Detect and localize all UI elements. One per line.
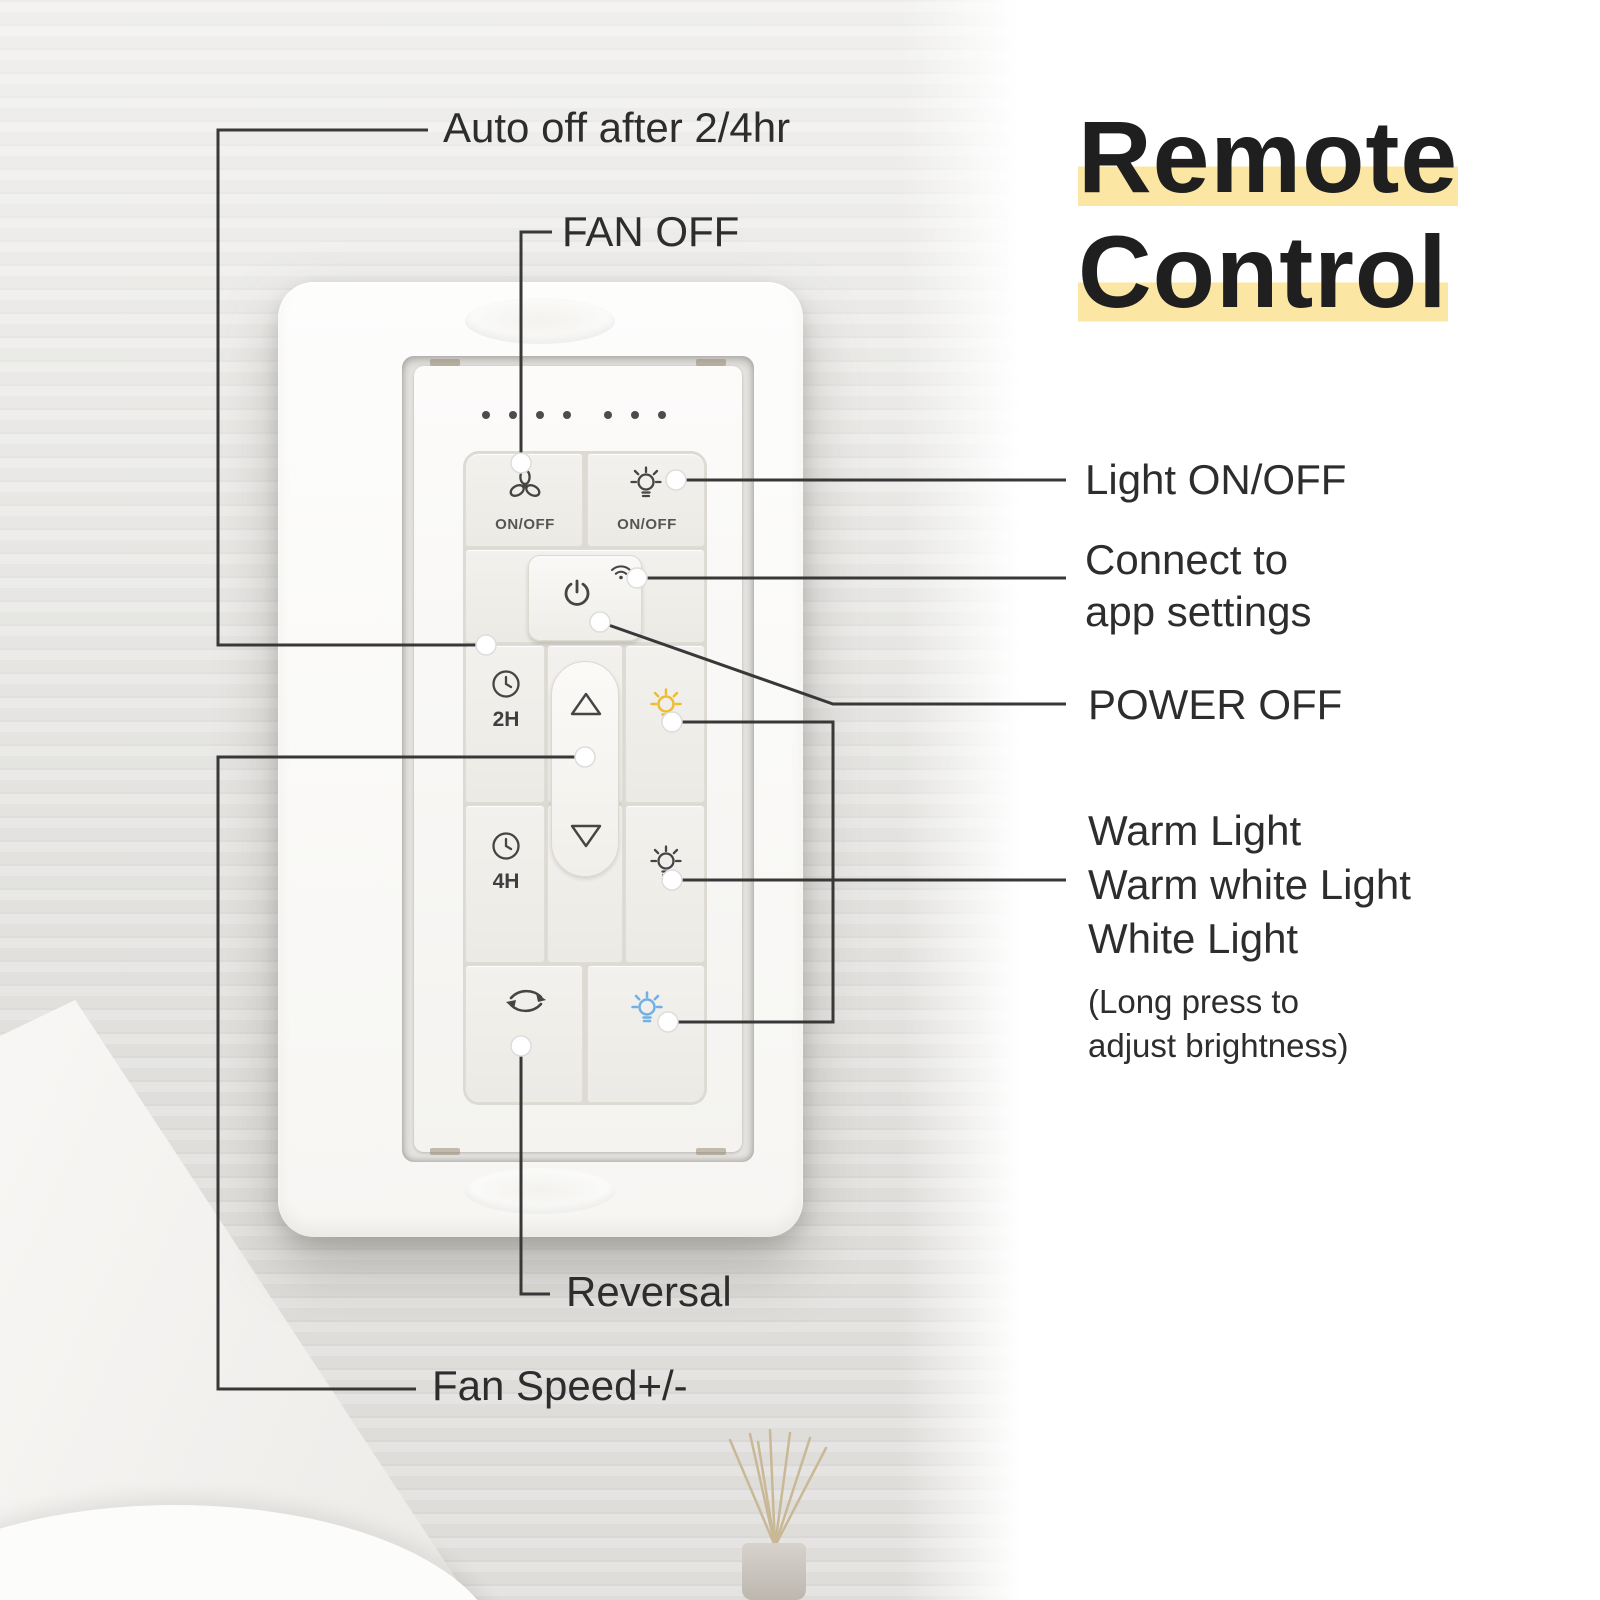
page-title: Remote Control	[1078, 100, 1459, 331]
bulb-icon	[630, 466, 662, 498]
light-on-off-label: ON/OFF	[617, 516, 677, 533]
title-line-1: Remote	[1078, 100, 1459, 216]
callout-white-light: White Light	[1088, 915, 1299, 962]
bulb-white-icon	[631, 991, 663, 1023]
callout-light-on-off: Light ON/OFF	[1085, 456, 1347, 503]
power-icon	[564, 579, 590, 606]
callout-fan-off: FAN OFF	[562, 208, 740, 255]
reversal-arrows-icon	[506, 989, 546, 1013]
clock-icon	[492, 670, 520, 698]
decor-sticks	[728, 1428, 828, 1548]
callout-fan-speed: Fan Speed+/-	[432, 1362, 688, 1409]
photo-fade	[900, 0, 1020, 1600]
bulb-warm-white-icon	[650, 845, 682, 877]
callout-reversal: Reversal	[566, 1268, 732, 1315]
callout-connect-line1: Connect to	[1085, 536, 1289, 583]
callout-power-off: POWER OFF	[1088, 681, 1343, 728]
callout-long-press-line1: (Long press to	[1088, 983, 1299, 1020]
callout-long-press-line2: adjust brightness)	[1088, 1027, 1349, 1064]
plate-bottom-dimple	[465, 1168, 615, 1214]
fan-on-off-label: ON/OFF	[495, 516, 555, 533]
power-wifi-button[interactable]	[528, 555, 642, 641]
timer-4h-button[interactable]: 4H	[465, 805, 545, 963]
fan-speed-rocker[interactable]	[551, 661, 619, 877]
plate-top-dimple	[465, 298, 615, 344]
callout-connect-line2: app settings	[1085, 588, 1312, 635]
triangle-up-icon	[570, 692, 602, 716]
bulb-warm-icon	[650, 688, 682, 720]
white-light-button[interactable]	[587, 965, 705, 1103]
callout-warm-white-light: Warm white Light	[1088, 861, 1411, 908]
callout-auto-off: Auto off after 2/4hr	[443, 104, 791, 151]
timer-4h-label: 4H	[492, 870, 520, 893]
clock-icon	[492, 832, 520, 860]
warm-white-light-button[interactable]	[625, 805, 705, 963]
triangle-down-icon	[570, 824, 602, 848]
mount-clip	[696, 359, 726, 366]
fan-on-off-button[interactable]: ON/OFF	[465, 453, 583, 547]
wifi-icon	[610, 565, 632, 580]
mount-clip	[430, 359, 460, 366]
vase	[742, 1543, 806, 1600]
callout-warm-light: Warm Light	[1088, 807, 1302, 854]
light-on-off-button[interactable]: ON/OFF	[587, 453, 705, 547]
reversal-button[interactable]	[465, 965, 583, 1103]
timer-2h-label: 2H	[492, 708, 520, 731]
warm-light-button[interactable]	[625, 645, 705, 803]
mount-clip	[430, 1148, 460, 1155]
title-line-2: Control	[1078, 215, 1448, 331]
fan-icon	[509, 468, 541, 497]
mount-clip	[696, 1148, 726, 1155]
timer-2h-button[interactable]: 2H	[465, 645, 545, 803]
